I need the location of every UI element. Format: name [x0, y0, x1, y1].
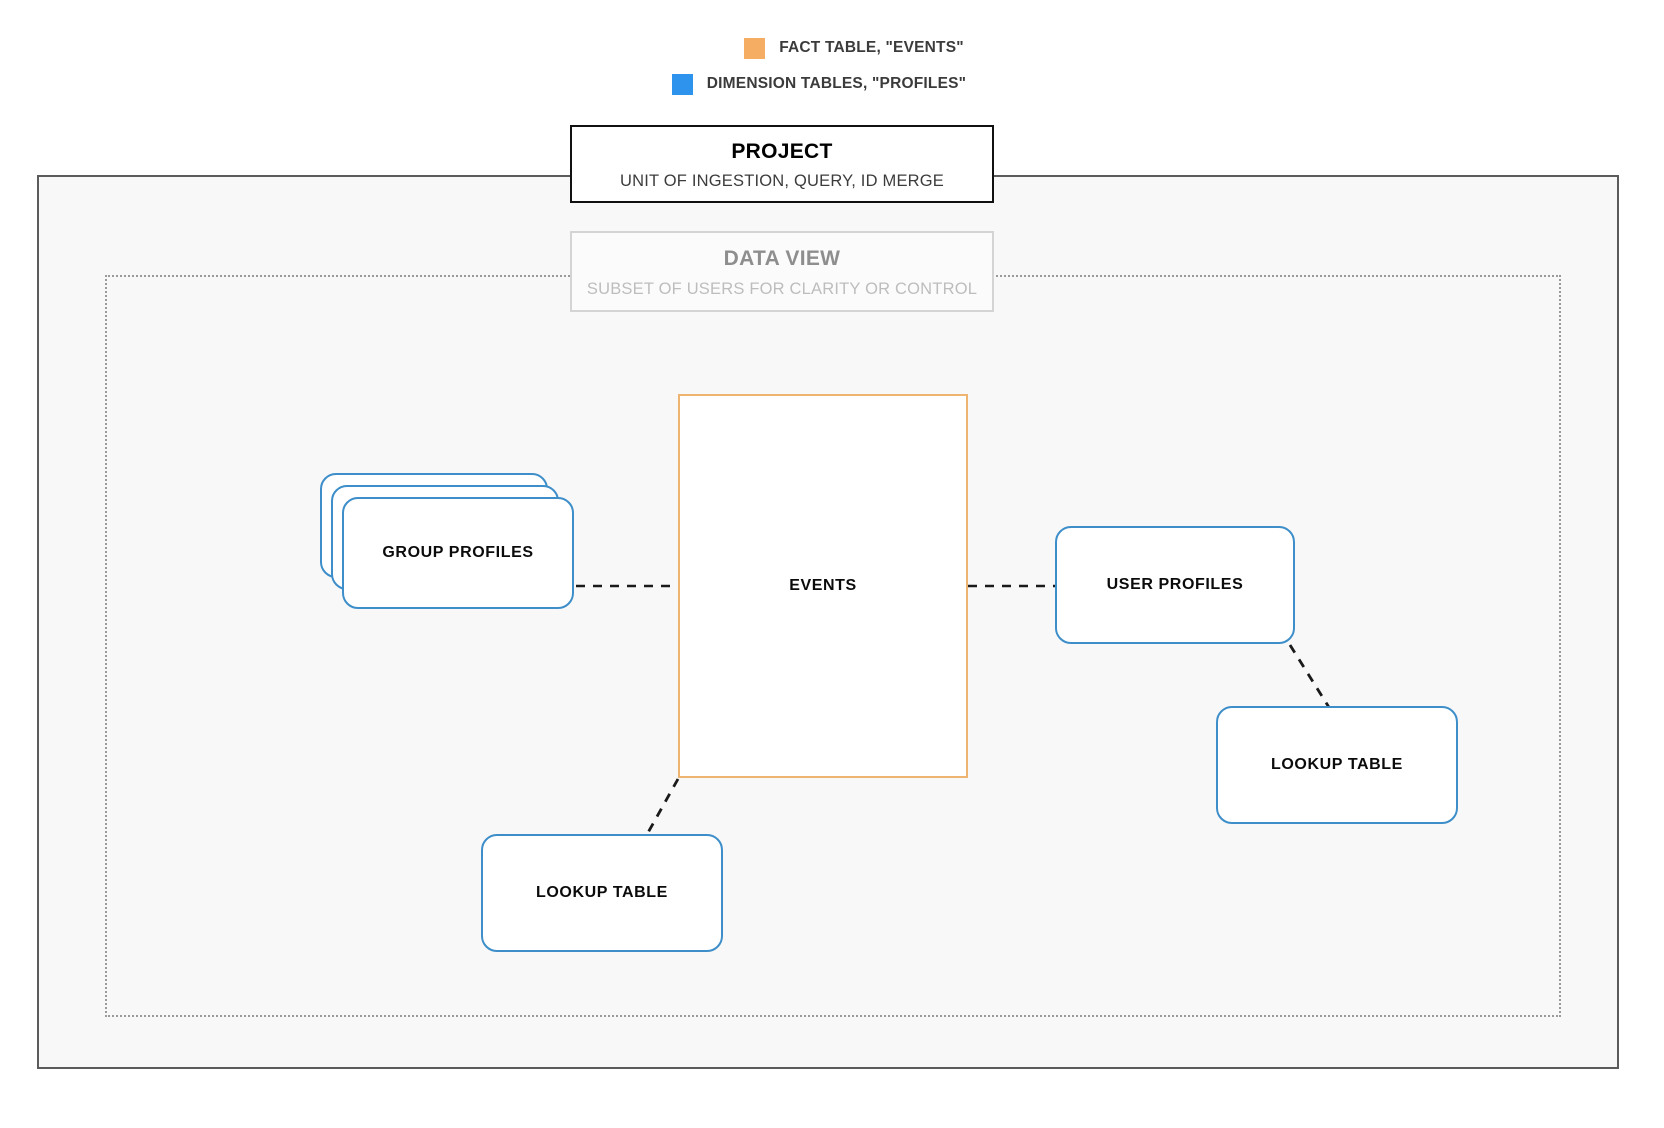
- project-card: PROJECT UNIT OF INGESTION, QUERY, ID MER…: [570, 125, 994, 203]
- node-group-profiles-label: GROUP PROFILES: [382, 544, 534, 561]
- node-group-profiles[interactable]: GROUP PROFILES: [320, 473, 586, 613]
- project-card-subtitle: UNIT OF INGESTION, QUERY, ID MERGE: [619, 172, 944, 190]
- project-card-title: PROJECT: [731, 140, 833, 163]
- node-lookup-table-right-label: LOOKUP TABLE: [1271, 756, 1403, 773]
- node-user-profiles-label: USER PROFILES: [1106, 576, 1244, 593]
- legend-label-fact-table: FACT TABLE, "EVENTS": [779, 39, 964, 56]
- data-view-card: DATA VIEW SUBSET OF USERS FOR CLARITY OR…: [570, 231, 994, 312]
- node-lookup-table-left-label: LOOKUP TABLE: [536, 884, 668, 901]
- node-lookup-table-right[interactable]: LOOKUP TABLE: [1216, 706, 1458, 824]
- legend-swatch-orange-icon: [744, 37, 766, 59]
- legend: FACT TABLE, "EVENTS" DIMENSION TABLES, "…: [0, 30, 1664, 102]
- node-events[interactable]: EVENTS: [678, 394, 968, 778]
- legend-item-dimension-tables: DIMENSION TABLES, "PROFILES": [0, 66, 1664, 102]
- legend-label-dimension-tables: DIMENSION TABLES, "PROFILES": [706, 75, 967, 92]
- node-user-profiles[interactable]: USER PROFILES: [1055, 526, 1295, 644]
- legend-item-fact-table: FACT TABLE, "EVENTS": [0, 30, 1664, 66]
- node-events-label: EVENTS: [789, 577, 857, 594]
- data-view-card-title: DATA VIEW: [723, 247, 841, 270]
- legend-swatch-blue-icon: [671, 73, 693, 95]
- group-profiles-stack-card-front[interactable]: GROUP PROFILES: [342, 497, 574, 609]
- node-lookup-table-left[interactable]: LOOKUP TABLE: [481, 834, 723, 952]
- data-view-card-subtitle: SUBSET OF USERS FOR CLARITY OR CONTROL: [586, 280, 978, 298]
